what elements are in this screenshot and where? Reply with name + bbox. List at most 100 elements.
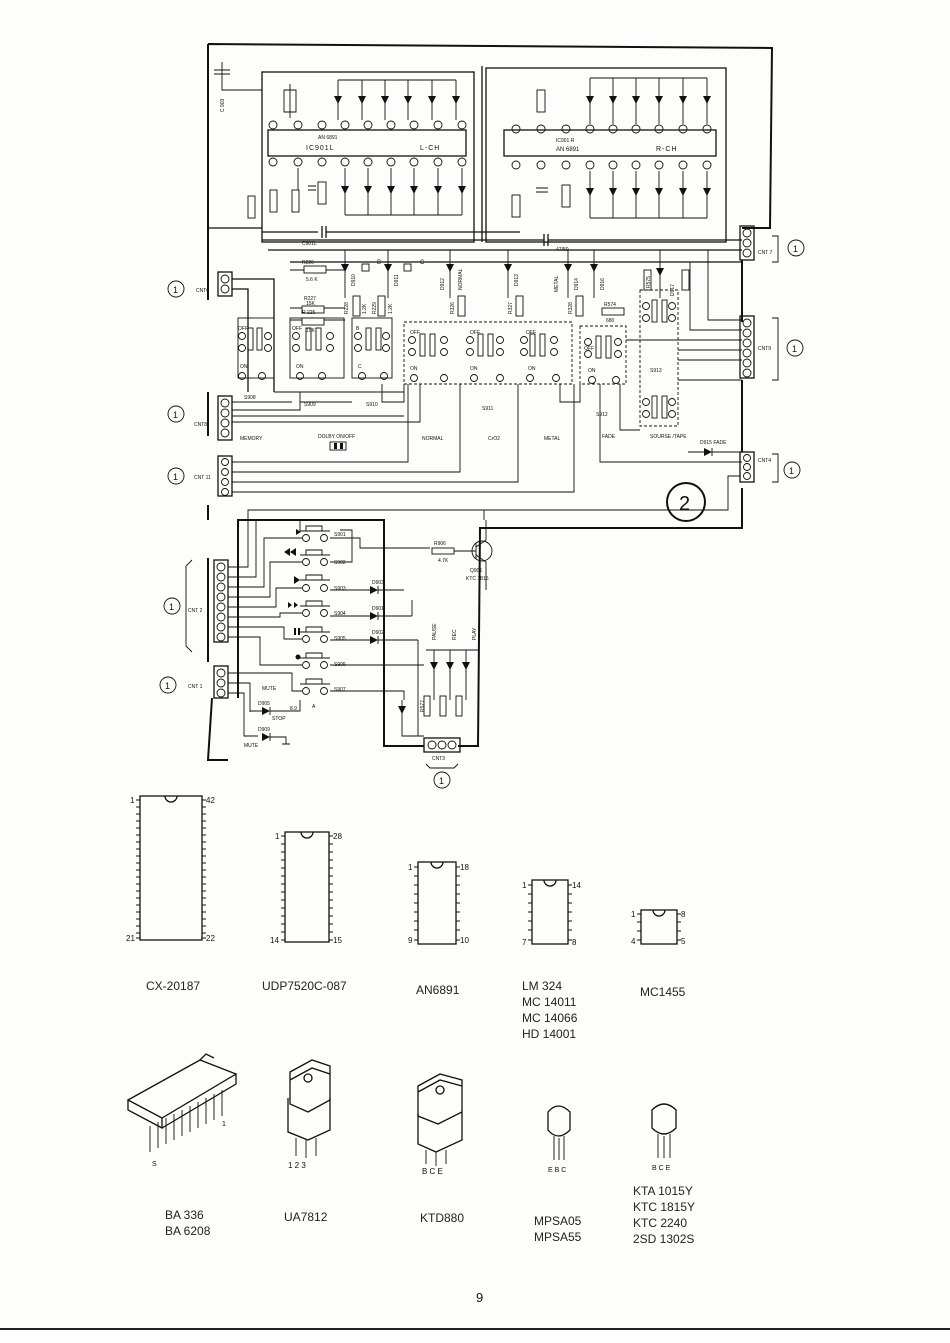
cnt11-connector — [217, 455, 233, 497]
r574-value: 680 — [606, 318, 615, 324]
switch-bank-s912 — [579, 325, 627, 385]
cnt2-label: CNT 2 — [188, 608, 203, 614]
mute-label: MUTE — [262, 686, 277, 692]
kta1015y-pins: B C E — [652, 1165, 671, 1172]
mc1455-pin-tl: 1 — [631, 910, 636, 919]
cnt2-pins — [216, 562, 226, 642]
cnt4-label: CNT4 — [758, 458, 771, 464]
section-number-circle — [666, 482, 706, 522]
udp-pin-bl: 14 — [270, 936, 279, 945]
ktd880-name: KTD880 — [420, 1211, 465, 1225]
r228-value: 1.2K — [362, 303, 368, 314]
ua7812-pins: 1 2 3 — [288, 1161, 306, 1170]
s907-label: S907 — [334, 687, 346, 693]
r326-label: R326 — [450, 302, 456, 314]
s912-contacts — [584, 335, 622, 384]
ic901l-label: IC901L — [306, 145, 335, 152]
d912-normal-label: NORMAL — [458, 268, 464, 290]
ua7812-package-drawing — [287, 1059, 331, 1158]
an6891-pin-br: 10 — [460, 936, 469, 945]
r226-label: R226 — [302, 260, 314, 266]
s909-off: OFF — [292, 326, 302, 332]
ktd880-pins: B C E — [422, 1167, 443, 1176]
s911-on1: ON — [410, 366, 418, 372]
ba336-name: BA 336 BA 6208 — [165, 1207, 210, 1239]
d903-label: D903 — [372, 580, 384, 586]
d916-label: D916 — [600, 278, 606, 290]
pause-rec-play-leds — [423, 649, 478, 717]
r226-value: 5.6 K — [306, 277, 318, 283]
ic-lm324-name: LM 324 MC 14011 MC 14066 HD 14001 — [522, 979, 578, 1041]
ic-lm324-pins — [528, 884, 572, 941]
va-label: A — [312, 704, 316, 710]
cnt9-ref: 1 — [792, 344, 797, 354]
ba336-line2: BA 6208 — [165, 1224, 211, 1238]
ic-cx20187-pins — [136, 799, 206, 939]
d911-c-label: C — [420, 260, 425, 266]
vertical-resistors — [352, 295, 584, 317]
s908-label: S908 — [244, 395, 256, 401]
s911-contacts — [408, 333, 560, 382]
cnt8-label: CNT8 — [194, 422, 207, 428]
lm324-pin-tl: 1 — [522, 881, 527, 890]
ic-an6891-body — [417, 861, 457, 945]
s908-off: OFF — [238, 326, 248, 332]
dolby-switch — [329, 441, 347, 451]
cnt11-label: CNT 11 — [194, 475, 211, 481]
d911-label: D911 — [394, 274, 400, 286]
s909-label: S909 — [304, 402, 316, 408]
lm324-pin-tr: 14 — [572, 881, 581, 890]
s904-label: S904 — [334, 611, 346, 617]
section-number: 2 — [679, 493, 690, 515]
c901l-label: C901L — [302, 241, 317, 247]
ic901l-pins — [268, 120, 467, 167]
cnt1-connector — [213, 665, 229, 699]
s912-off: OFF — [584, 346, 594, 352]
r574 — [601, 307, 625, 316]
udp-pin-br: 15 — [333, 936, 342, 945]
fade-label: FADE — [602, 434, 616, 440]
r327-label: R327 — [508, 302, 514, 314]
kta-line3: KTC 2240 — [633, 1216, 688, 1230]
memory-label: MEMORY — [240, 436, 263, 442]
cnt6-label: CNT6 — [196, 288, 209, 294]
play-label: PLAY — [472, 627, 478, 640]
ba336-package-drawing — [126, 1053, 238, 1152]
s913-label: S913 — [650, 368, 662, 374]
pause-label: PAUSE — [432, 623, 438, 640]
s909-on: ON — [296, 364, 304, 370]
switch-bank-s909 — [289, 317, 345, 380]
r901l-group — [247, 189, 300, 219]
r229-label: R229 — [372, 302, 378, 314]
mpsa05-line2: MPSA55 — [534, 1230, 582, 1244]
s911-on3: ON — [528, 366, 536, 372]
ic901l-top-diodes — [283, 79, 460, 120]
cnt4-ref: 1 — [789, 466, 794, 476]
s910-b: B — [356, 326, 360, 332]
metal-label: METAL — [544, 436, 561, 442]
ic-mc1455-pins — [637, 913, 681, 941]
udp-pin-tl: 1 — [275, 832, 280, 841]
ba336-pin-1: 1 — [222, 1121, 226, 1128]
d910-b-label: B — [377, 260, 381, 266]
s910-label: S910 — [366, 402, 378, 408]
s912-label: S912 — [596, 412, 608, 418]
mute-led-label: MUTE — [244, 743, 259, 749]
ktd880-package-drawing — [417, 1073, 463, 1166]
d901-label: D901 — [372, 606, 384, 612]
c903-label: C 903 — [220, 98, 226, 112]
normal-label: NORMAL — [422, 436, 444, 442]
mpsa05-line1: MPSA05 — [534, 1214, 582, 1228]
ic-cx20187-name: CX-20187 — [146, 979, 201, 993]
board-outline — [206, 43, 774, 761]
d915-label: D915 FADE — [700, 440, 727, 446]
cnt11-ref: 1 — [173, 472, 178, 482]
dolby-label: DOLBY ON/OFF — [318, 434, 355, 440]
resistor-chain-left — [290, 265, 345, 326]
ic901l-bottom-diodes — [297, 168, 466, 216]
s905-label: S905 — [334, 636, 346, 642]
ic901r-body — [503, 129, 717, 157]
cnt7-ref-circle — [787, 239, 805, 257]
mpsa05-pins: E B C — [548, 1167, 566, 1174]
push-switches — [284, 525, 330, 695]
